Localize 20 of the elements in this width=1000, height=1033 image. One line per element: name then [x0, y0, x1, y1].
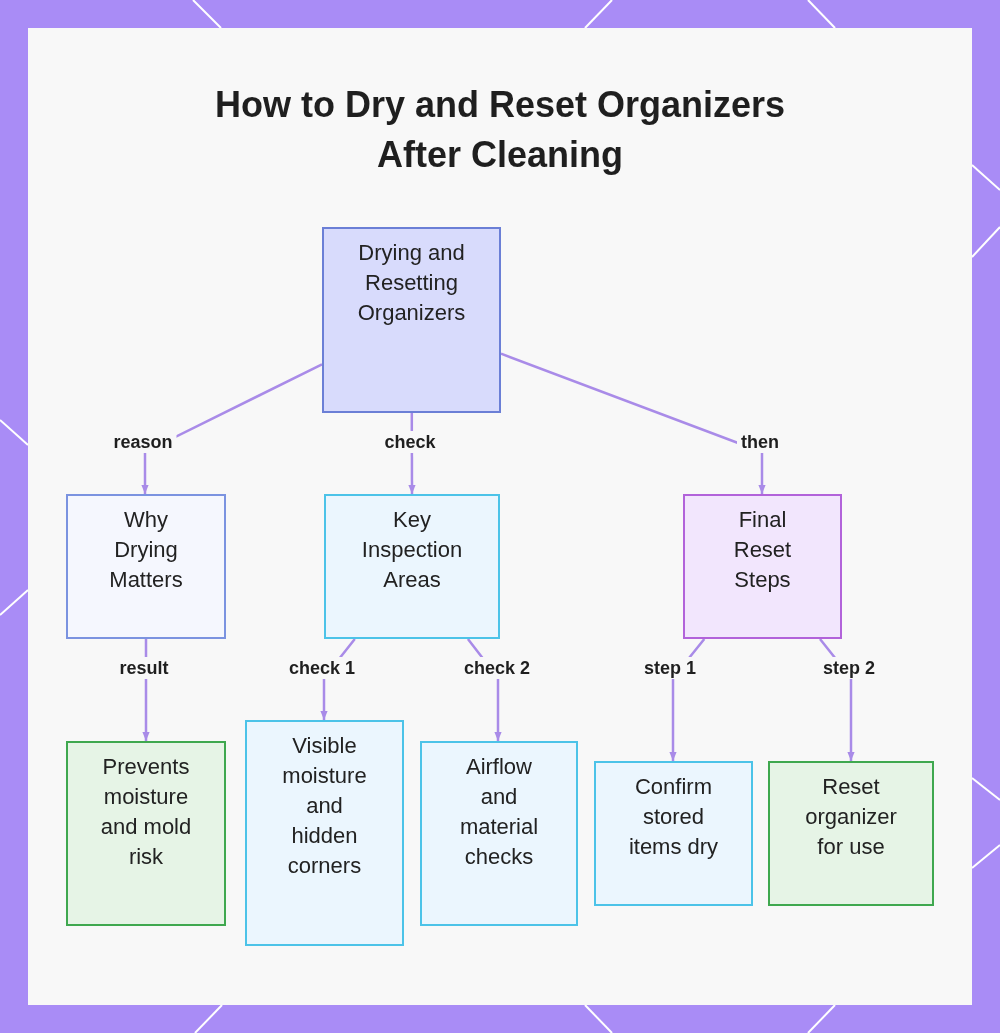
node-label: Key Inspection Areas [360, 506, 464, 594]
node-label: Final Reset Steps [732, 506, 793, 594]
process-box [66, 741, 226, 926]
process-box [245, 720, 404, 946]
node-label: Visible moisture and hidden corners [281, 732, 368, 880]
node-label: Prevents moisture and mold risk [99, 753, 193, 871]
node-label: Drying and Resetting Organizers [356, 239, 467, 327]
process-box [420, 741, 578, 926]
diagram-title: How to Dry and Reset Organizers After Cleaning [213, 83, 787, 177]
process-box [768, 761, 934, 906]
process-box [324, 494, 500, 639]
process-box [322, 227, 501, 413]
node-label: Confirm stored items dry [627, 773, 720, 861]
process-box [683, 494, 842, 639]
node-label: Reset organizer for use [804, 773, 898, 861]
process-box [594, 761, 753, 906]
node-label: Why Drying Matters [108, 506, 184, 594]
connector-arrow [500, 352, 766, 494]
process-box [66, 494, 226, 639]
node-label: Airflow and material checks [458, 753, 540, 871]
